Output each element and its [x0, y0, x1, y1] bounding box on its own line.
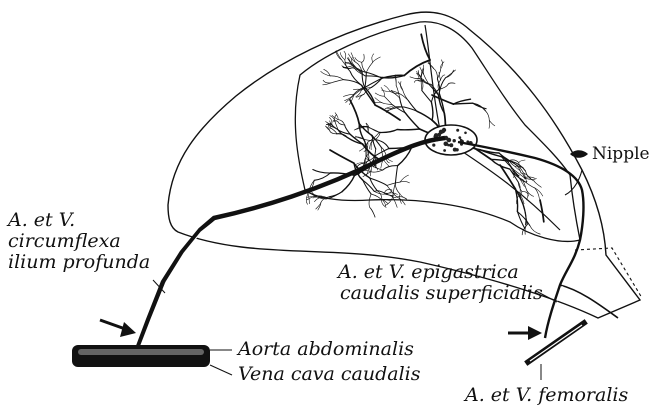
arrow-femoralis: [508, 326, 542, 340]
vessel-branch: [397, 129, 419, 130]
lymph-node-dot: [432, 144, 435, 147]
nipple-label: Nipple: [592, 144, 650, 165]
vessel-branch: [306, 194, 307, 205]
lymph-node-dot: [442, 128, 446, 132]
femoralis-label: A. et V. femoralis: [465, 385, 628, 406]
aorta-label: Aorta abdominalis: [238, 339, 414, 360]
lymph-node-dot: [443, 149, 446, 152]
circumflexa-label-line-1: A. et V.: [8, 210, 150, 231]
vessel-branch: [370, 208, 375, 217]
epigastrica-inner: [549, 286, 563, 330]
circumflexa-label-line-3: ilium profunda: [8, 252, 150, 273]
epigastrica-label-line-1: A. et V. epigastrica: [338, 262, 543, 283]
lymph-node-dot: [464, 132, 467, 135]
vena-cava-leader: [210, 365, 232, 375]
lymph-node-dot: [458, 136, 461, 139]
aorta-vena-cava-cylinder: [72, 345, 210, 367]
epigastrica-label: A. et V. epigastrica caudalis superficia…: [338, 262, 543, 304]
aorta-cylinder-highlight: [78, 349, 204, 355]
lymph-node-dot: [456, 129, 459, 132]
circumflexa-label: A. et V. circumflexa ilium profunda: [8, 210, 150, 273]
vena-cava-label: Vena cava caudalis: [238, 364, 421, 385]
lymph-node-dot: [444, 142, 449, 147]
epigastrica-label-line-2: caudalis superficialis: [340, 283, 543, 304]
lymph-node-dot: [455, 148, 458, 151]
circumflexa-label-line-2: circumflexa: [8, 231, 150, 252]
lymph-node-dot: [460, 139, 462, 141]
femoralis-vessel-inner: [530, 325, 582, 361]
vessel-branch: [453, 103, 472, 104]
lymph-node-dot: [449, 143, 453, 147]
lymph-node-dot: [453, 139, 456, 142]
arrow-circumflexa: [100, 320, 136, 337]
nipple-shape: [570, 150, 588, 158]
